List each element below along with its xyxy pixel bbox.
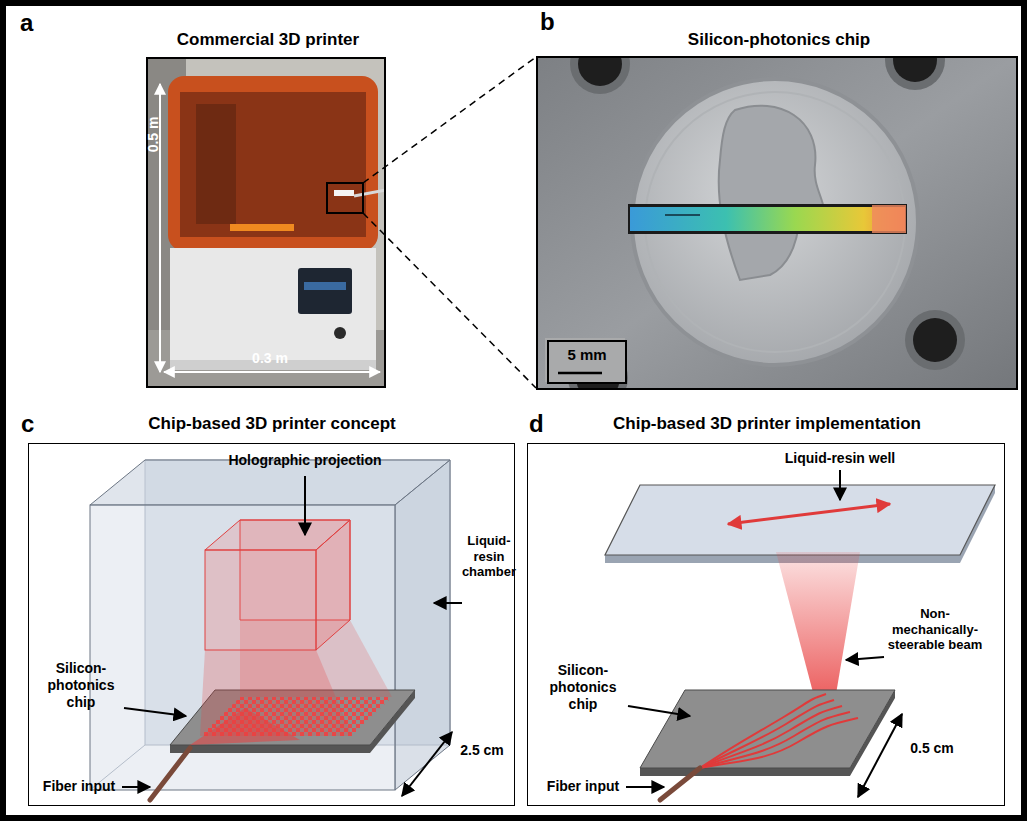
illustration-panel: cChip-based 3D printer concept [28,443,515,806]
panel-title: Chip-based 3D printer implementation [547,414,987,434]
dimension-label: 2.5 cm [450,742,514,759]
dimension-label: 0.5 cm [900,740,964,757]
callout-label: Liquid-resin well [760,450,920,467]
panel-letter: c [21,410,51,439]
photo-panel: aCommercial 3D printer [146,57,386,388]
scale-text: 5 mm [549,346,625,364]
panel-title: Chip-based 3D printer concept [72,414,472,434]
panel-letter: a [20,9,50,38]
dimension-label: 0.5 m [145,104,162,164]
photo-panel: bSilicon-photonics chip5 mm [536,56,1018,390]
callout-label: Silicon-photonics chip [38,660,124,710]
callout-label: Non-mechanically-steerable beam [880,606,990,653]
callout-label: Fiber input [538,778,628,795]
callout-label: Holographic projection [205,452,405,469]
callout-label: Fiber input [34,778,124,795]
scale-bar-box: 5 mm [547,340,627,384]
dimension-label: 0.3 m [240,350,300,367]
callout-label: Silicon-photonics chip [540,662,626,712]
panel-letter: b [540,8,570,37]
panel-title: Commercial 3D printer [108,30,428,50]
panel-letter: d [529,410,559,439]
callout-label: Liquid-resin chamber [461,533,517,580]
panel-title: Silicon-photonics chip [579,30,979,50]
